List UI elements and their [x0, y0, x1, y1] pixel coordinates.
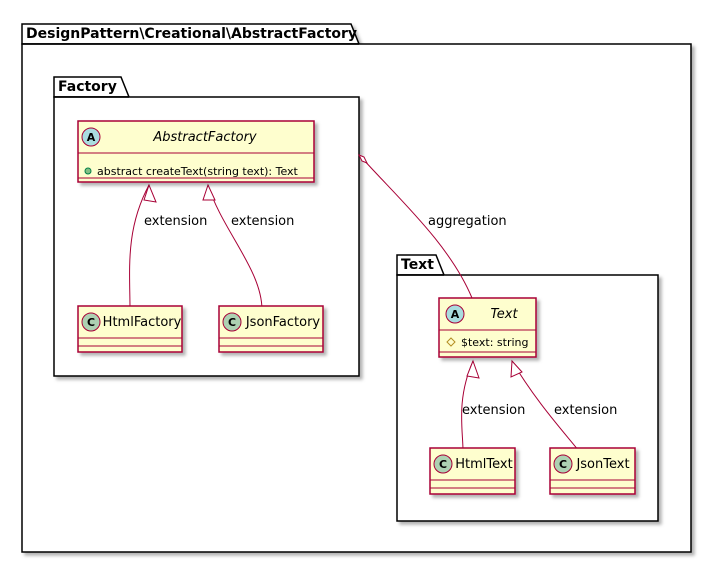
abstract-class-icon: [445, 304, 465, 324]
abstract-class-icon: [81, 127, 101, 147]
generalization-arrowhead: [510, 359, 523, 378]
class-stereotype-letter: C: [228, 316, 236, 329]
class-name: AbstractFactory: [152, 130, 257, 145]
class-html-text[interactable]: C HtmlText: [429, 447, 516, 495]
package-factory-label: Factory: [58, 79, 117, 95]
class-stereotype-letter: C: [559, 458, 567, 471]
class-json-factory[interactable]: C JsonFactory: [218, 305, 324, 353]
relation-label: extension: [231, 214, 294, 229]
aggregation-diamond: [357, 154, 369, 164]
class-html-factory[interactable]: C HtmlFactory: [77, 305, 183, 353]
class-icon: [81, 312, 101, 332]
relation-label: extension: [144, 214, 207, 229]
class-stereotype-letter: A: [451, 308, 460, 321]
class-text[interactable]: A Text $text: string: [438, 297, 537, 358]
class-stereotype-letter: A: [87, 131, 96, 144]
class-name: JsonFactory: [245, 315, 321, 330]
class-stereotype-letter: C: [439, 458, 447, 471]
package-outer-label: DesignPattern\Creational\AbstractFactory: [26, 26, 357, 42]
generalization-arrowhead: [466, 359, 480, 379]
class-member: abstract createText(string text): Text: [97, 165, 299, 178]
generalization-arrowhead: [143, 183, 157, 203]
relation-abstractfactory-aggregates-text: aggregation: [357, 154, 507, 299]
class-name: HtmlText: [455, 457, 512, 472]
class-icon: [433, 454, 453, 474]
package-text-label: Text: [401, 257, 434, 273]
generalization-arrowhead: [202, 183, 216, 201]
class-abstract-factory[interactable]: A AbstractFactory abstract createText(st…: [77, 120, 315, 183]
class-icon: [222, 312, 242, 332]
class-icon: [553, 454, 573, 474]
relation-jsontext-extends-text: extension: [510, 359, 617, 452]
public-visibility-icon: [84, 167, 92, 175]
relation-jsonfactory-extends-abstractfactory: extension: [202, 183, 294, 311]
class-name: Text: [490, 307, 518, 322]
class-json-text[interactable]: C JsonText: [549, 447, 636, 495]
relation-htmltext-extends-text: extension: [461, 359, 525, 452]
protected-visibility-icon: [446, 337, 456, 347]
class-name: JsonText: [575, 457, 629, 472]
class-name: HtmlFactory: [103, 315, 182, 330]
relation-label: extension: [554, 403, 617, 418]
relation-htmlfactory-extends-abstractfactory: extension: [129, 183, 207, 311]
class-member: $text: string: [461, 336, 529, 349]
relation-label: extension: [462, 403, 525, 418]
class-stereotype-letter: C: [87, 316, 95, 329]
relation-label: aggregation: [428, 214, 507, 229]
